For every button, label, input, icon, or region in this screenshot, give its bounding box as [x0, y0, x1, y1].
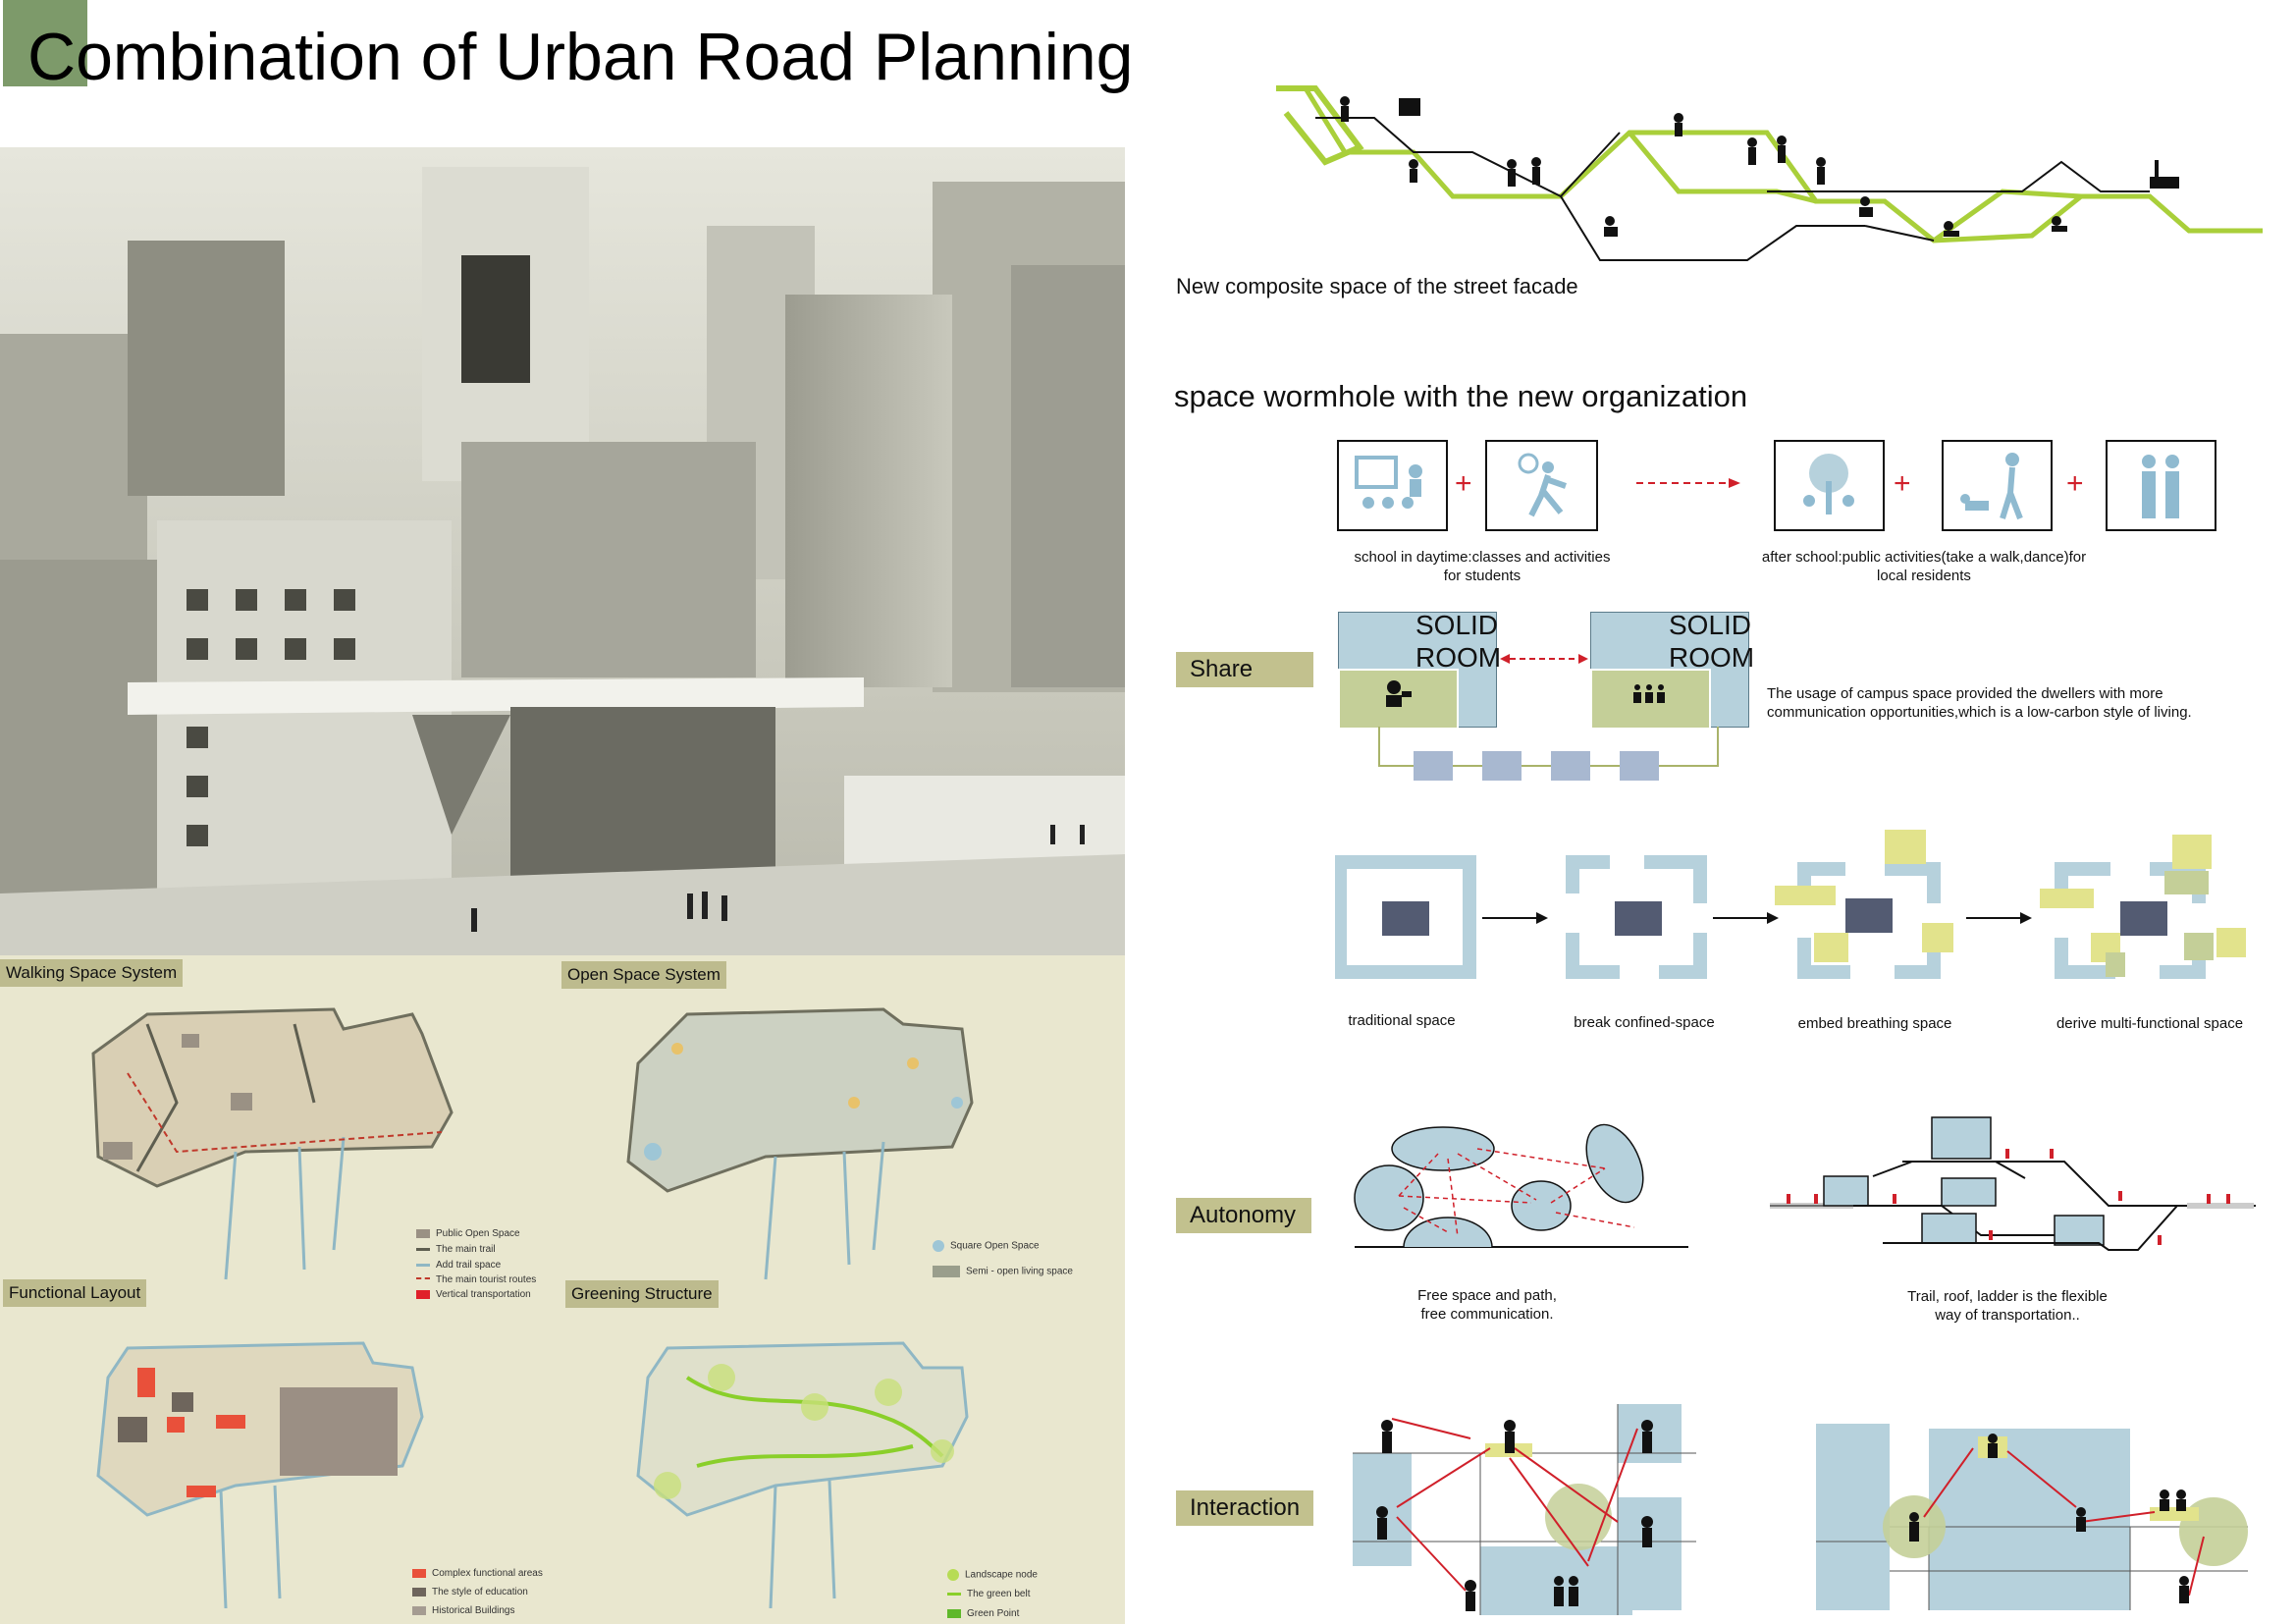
share-description: The usage of campus space provided the d…	[1767, 685, 2192, 721]
map-panel: Walking Space System Open Space System F…	[0, 955, 1125, 1624]
share-clock-timeline	[1378, 727, 1719, 781]
page-title: Combination of Urban Road Planning	[27, 8, 1133, 106]
street-rendering	[0, 147, 1125, 955]
tree-gathering-icon	[1774, 440, 1885, 531]
walking-legend-1: Public Open Space	[416, 1228, 520, 1239]
interaction-diagram-right	[1816, 1424, 2248, 1610]
title-accent-box	[3, 0, 87, 86]
facade-green-path-2	[1276, 85, 2228, 244]
autonomy-tag: Autonomy	[1176, 1198, 1311, 1233]
step-break-confined-space: break confined-space	[1574, 1014, 1715, 1031]
functional-layout-map	[96, 1341, 424, 1609]
greening-structure-map	[636, 1341, 969, 1609]
walking-legend-3: Add trail space	[416, 1260, 501, 1271]
interaction-diagram-left	[1353, 1404, 1696, 1615]
title-rest: ombination of Urban Road Planning	[76, 20, 1134, 94]
rendering-illustration	[0, 147, 1125, 955]
greening-structure-label: Greening Structure	[565, 1280, 719, 1308]
facade-section-diagram	[1276, 85, 2263, 261]
plus-sign-1: +	[1455, 467, 1472, 500]
plus-sign-2: +	[1894, 467, 1911, 500]
functional-legend-1: Complex functional areas	[412, 1568, 543, 1579]
walking-space-map	[91, 1007, 454, 1280]
dashed-arrow	[1636, 478, 1740, 488]
functional-legend-3: Historical Buildings	[412, 1605, 514, 1616]
walking-legend-5: Vertical transportation	[416, 1289, 531, 1300]
share-tag: Share	[1176, 652, 1313, 687]
double-arrow	[1500, 654, 1588, 664]
district-maps	[91, 1007, 974, 1609]
greening-legend-3: Green Point	[947, 1608, 1019, 1619]
wormhole-left-caption: school in daytime:classes and activities…	[1354, 549, 1611, 584]
step-derive-multifunctional-space: derive multi-functional space	[2056, 1015, 2244, 1032]
open-space-label: Open Space System	[561, 961, 726, 989]
dog-walker-icon	[1942, 440, 2053, 531]
open-legend-1: Square Open Space	[933, 1240, 1040, 1252]
step-embed-breathing-space: embed breathing space	[1797, 1015, 1952, 1032]
title-initial: C	[27, 20, 77, 94]
walking-legend-2: The main trail	[416, 1244, 496, 1255]
audience-icon	[1633, 684, 1665, 703]
person-desk-icon	[1386, 680, 1412, 707]
greening-legend-2: The green belt	[947, 1589, 1031, 1599]
interaction-tag: Interaction	[1176, 1490, 1313, 1526]
open-space-map	[626, 1007, 974, 1280]
functional-layout-label: Functional Layout	[3, 1279, 147, 1307]
tennis-player-icon	[1485, 440, 1598, 531]
plus-sign-3: +	[2066, 467, 2084, 500]
walking-space-label: Walking Space System	[0, 959, 184, 987]
autonomy-left-caption: Free space and path,free communication.	[1417, 1287, 1557, 1323]
room-2-green-block	[1590, 669, 1711, 730]
walking-legend-4: The main tourist routes	[416, 1274, 536, 1285]
wormhole-right-caption: after school:public activities(take a wa…	[1761, 549, 2087, 584]
greening-legend-1: Landscape node	[947, 1569, 1038, 1581]
facade-caption: New composite space of the street facade	[1176, 274, 1578, 298]
step-traditional-space: traditional space	[1348, 1012, 1456, 1029]
open-legend-2: Semi - open living space	[933, 1266, 1073, 1277]
free-space-bubbles-diagram	[1354, 1123, 1688, 1248]
classroom-icon	[1337, 440, 1448, 531]
space-evolution-diagram	[1335, 830, 2246, 979]
couple-icon	[2106, 440, 2216, 531]
functional-legend-2: The style of education	[412, 1587, 528, 1597]
trail-roof-ladder-diagram	[1770, 1116, 2256, 1251]
wormhole-heading: space wormhole with the new organization	[1174, 379, 1748, 413]
